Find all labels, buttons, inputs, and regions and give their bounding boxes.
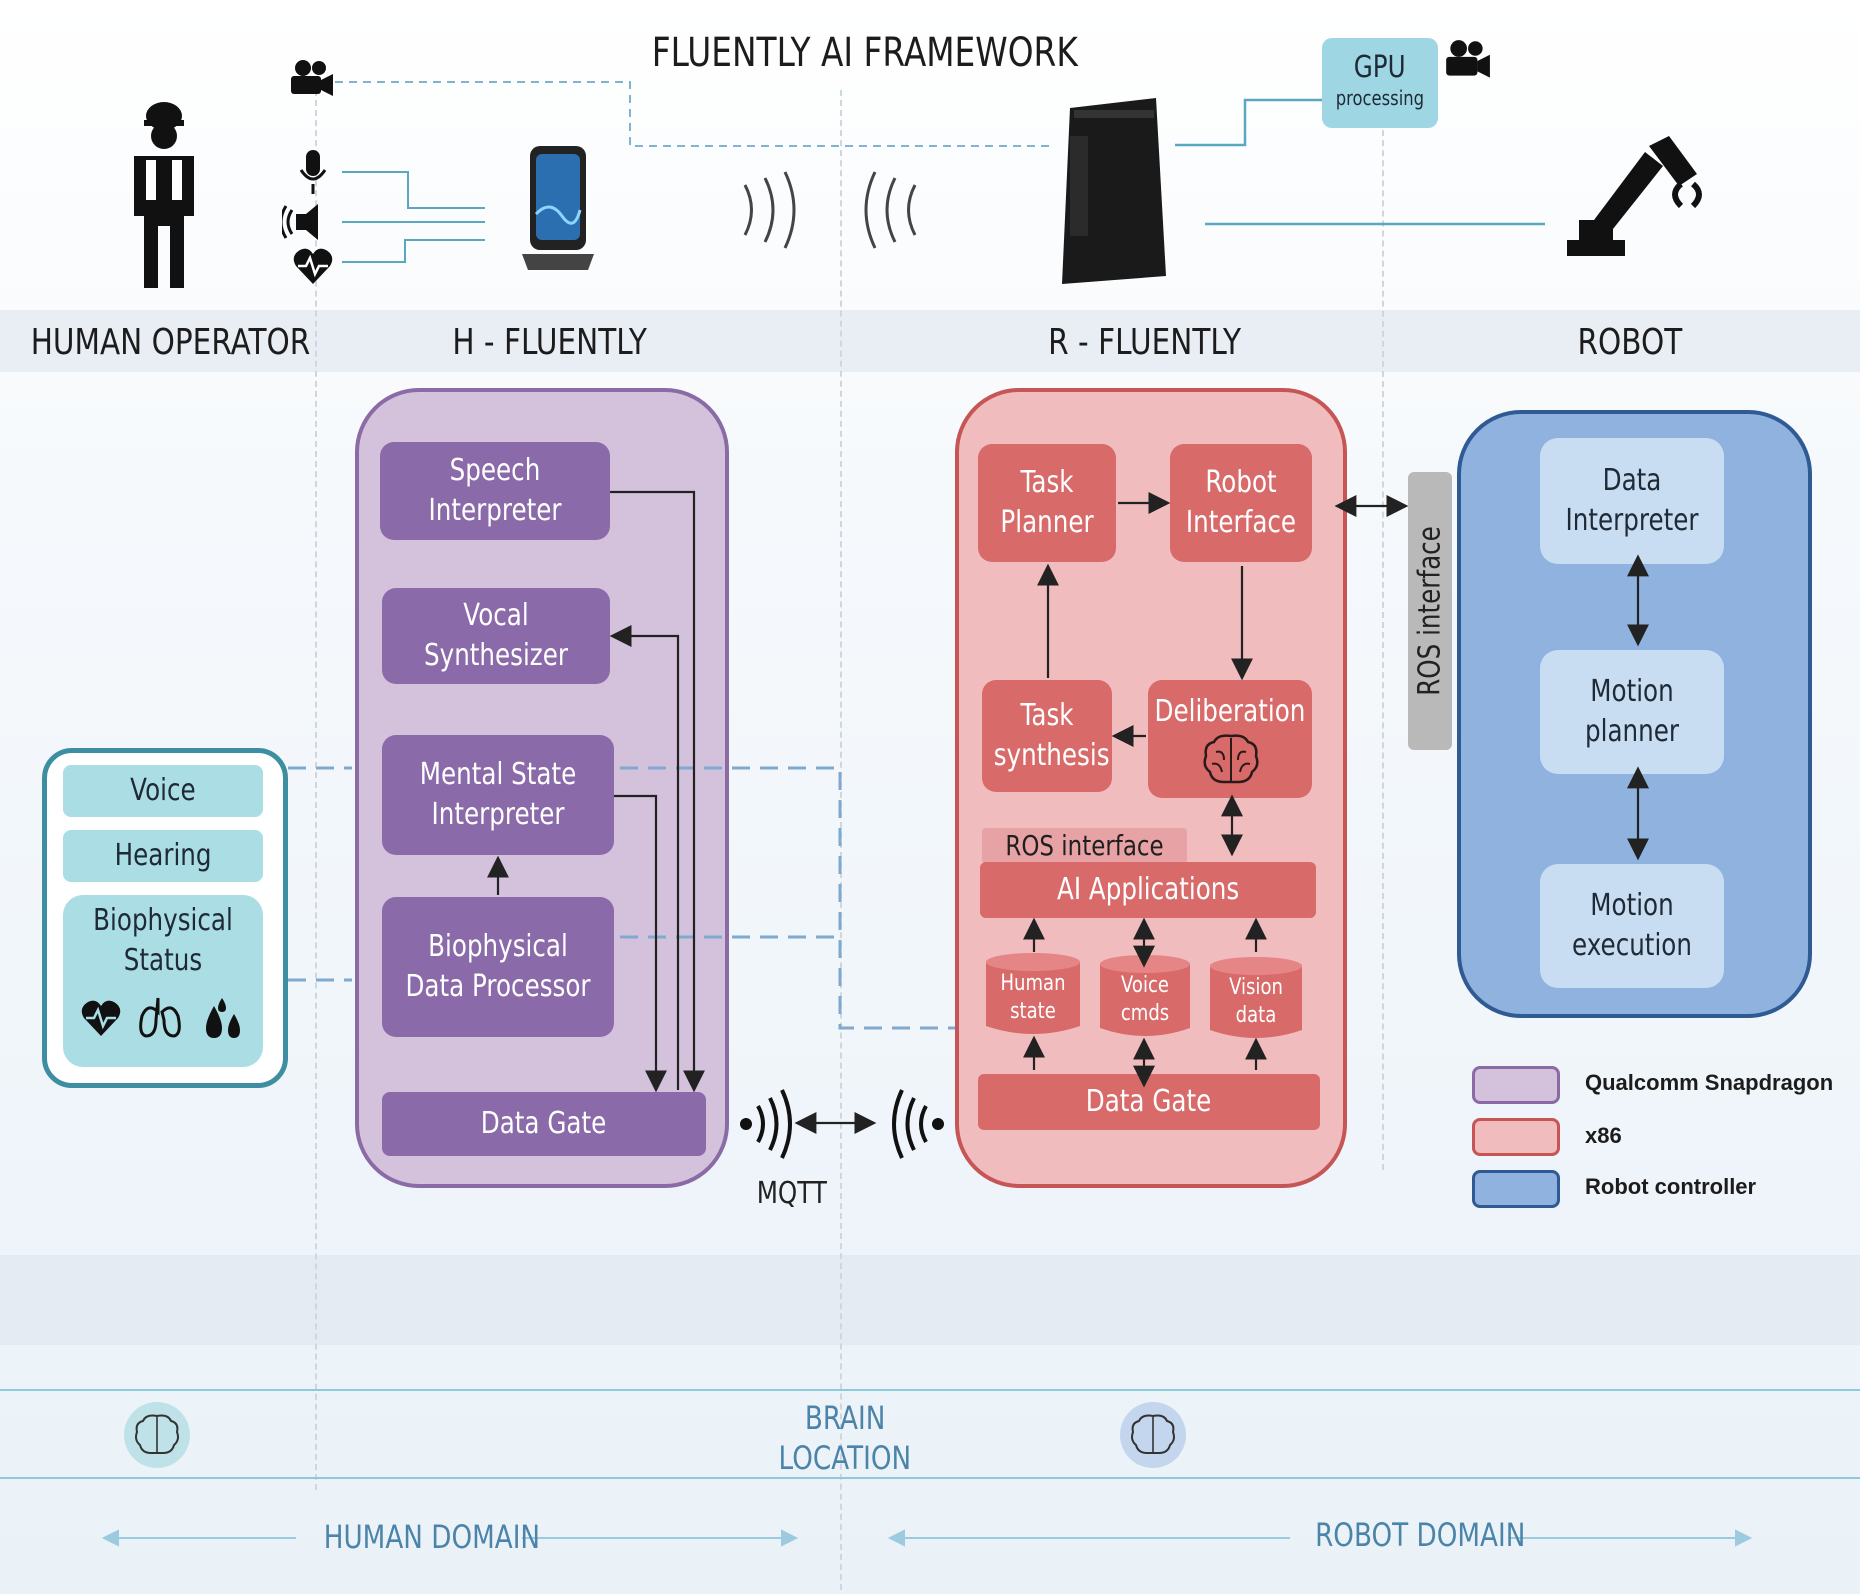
pc-tower-icon [1062,98,1166,284]
task-synthesis-box: Task synthesis [982,680,1112,792]
gpu-processing-box: GPU processing [1322,38,1438,128]
vision-data-db [1210,957,1302,1038]
divider-operator [315,90,317,1490]
speaker-icon [282,204,318,240]
robot-interface-box: Robot Interface [1170,444,1312,562]
voice-cmds-label: Voice cmds [1120,973,1170,1026]
biophysical-status-box: Biophysical Status [63,895,263,1067]
legend-swatch-robot-controller [1472,1170,1560,1208]
vocal-synthesizer-box: Vocal Synthesizer [382,588,610,684]
h-data-gate-box: Data Gate [382,1092,706,1156]
ros-interface-tab: ROS interface [1408,472,1452,750]
voice-box: Voice [63,765,263,817]
motion-execution-box: Motion execution [1540,864,1724,988]
legend-swatch-snapdragon [1472,1066,1560,1104]
microphone-icon [299,150,327,194]
task-planner-box: Task Planner [978,444,1116,562]
motion-planner-box: Motion planner [1540,650,1724,774]
biophysical-data-processor-box: Biophysical Data Processor [382,897,614,1037]
mental-state-interpreter-box: Mental State Interpreter [382,735,614,855]
brain-icon-human [124,1402,190,1468]
human-state-label: Human state [1000,971,1066,1024]
column-r-fluently: R - FLUENTLY [1048,322,1242,363]
legend-label-robot-controller: Robot controller [1585,1174,1757,1199]
column-human-operator: HUMAN OPERATOR [30,322,311,363]
lower-band [0,1255,1860,1345]
human-domain-label: HUMAN DOMAIN [323,1518,541,1556]
legend-swatch-x86 [1472,1118,1560,1156]
legend-label-x86: x86 [1585,1123,1622,1148]
sweat-drops-icon [206,998,240,1038]
robot-arm-icon [1567,136,1702,256]
legend-label-snapdragon: Qualcomm Snapdragon [1585,1070,1834,1095]
diagram-title: FLUENTLY AI FRAMEWORK [651,30,1079,76]
robot-domain-label: ROBOT DOMAIN [1315,1516,1526,1554]
heart-rate-icon [293,248,333,284]
lungs-icon [139,997,181,1038]
hearing-box: Hearing [63,830,263,882]
heart-rate-icon [81,1000,121,1036]
human-state-db [986,953,1080,1034]
ai-applications-box: AI Applications [980,862,1316,918]
column-h-fluently: H - FLUENTLY [452,322,648,363]
ros-interface-label: ROS interface [982,828,1187,864]
camera-icon [291,60,333,96]
worker-icon [134,102,194,288]
speech-interpreter-box: Speech Interpreter [380,442,610,540]
data-interpreter-box: Data Interpreter [1540,438,1724,564]
column-robot: ROBOT [1577,322,1683,363]
wearable-device-icon [522,146,594,270]
camera-icon [1446,40,1490,78]
brain-icon [1203,734,1259,784]
divider-robot [1382,90,1384,1170]
header-band [0,310,1860,372]
brain-icon-robot [1120,1402,1186,1468]
brain-location-label: BRAIN LOCATION [778,1399,912,1477]
vision-data-label: Vision data [1229,975,1283,1028]
mqtt-label: MQTT [756,1176,828,1211]
